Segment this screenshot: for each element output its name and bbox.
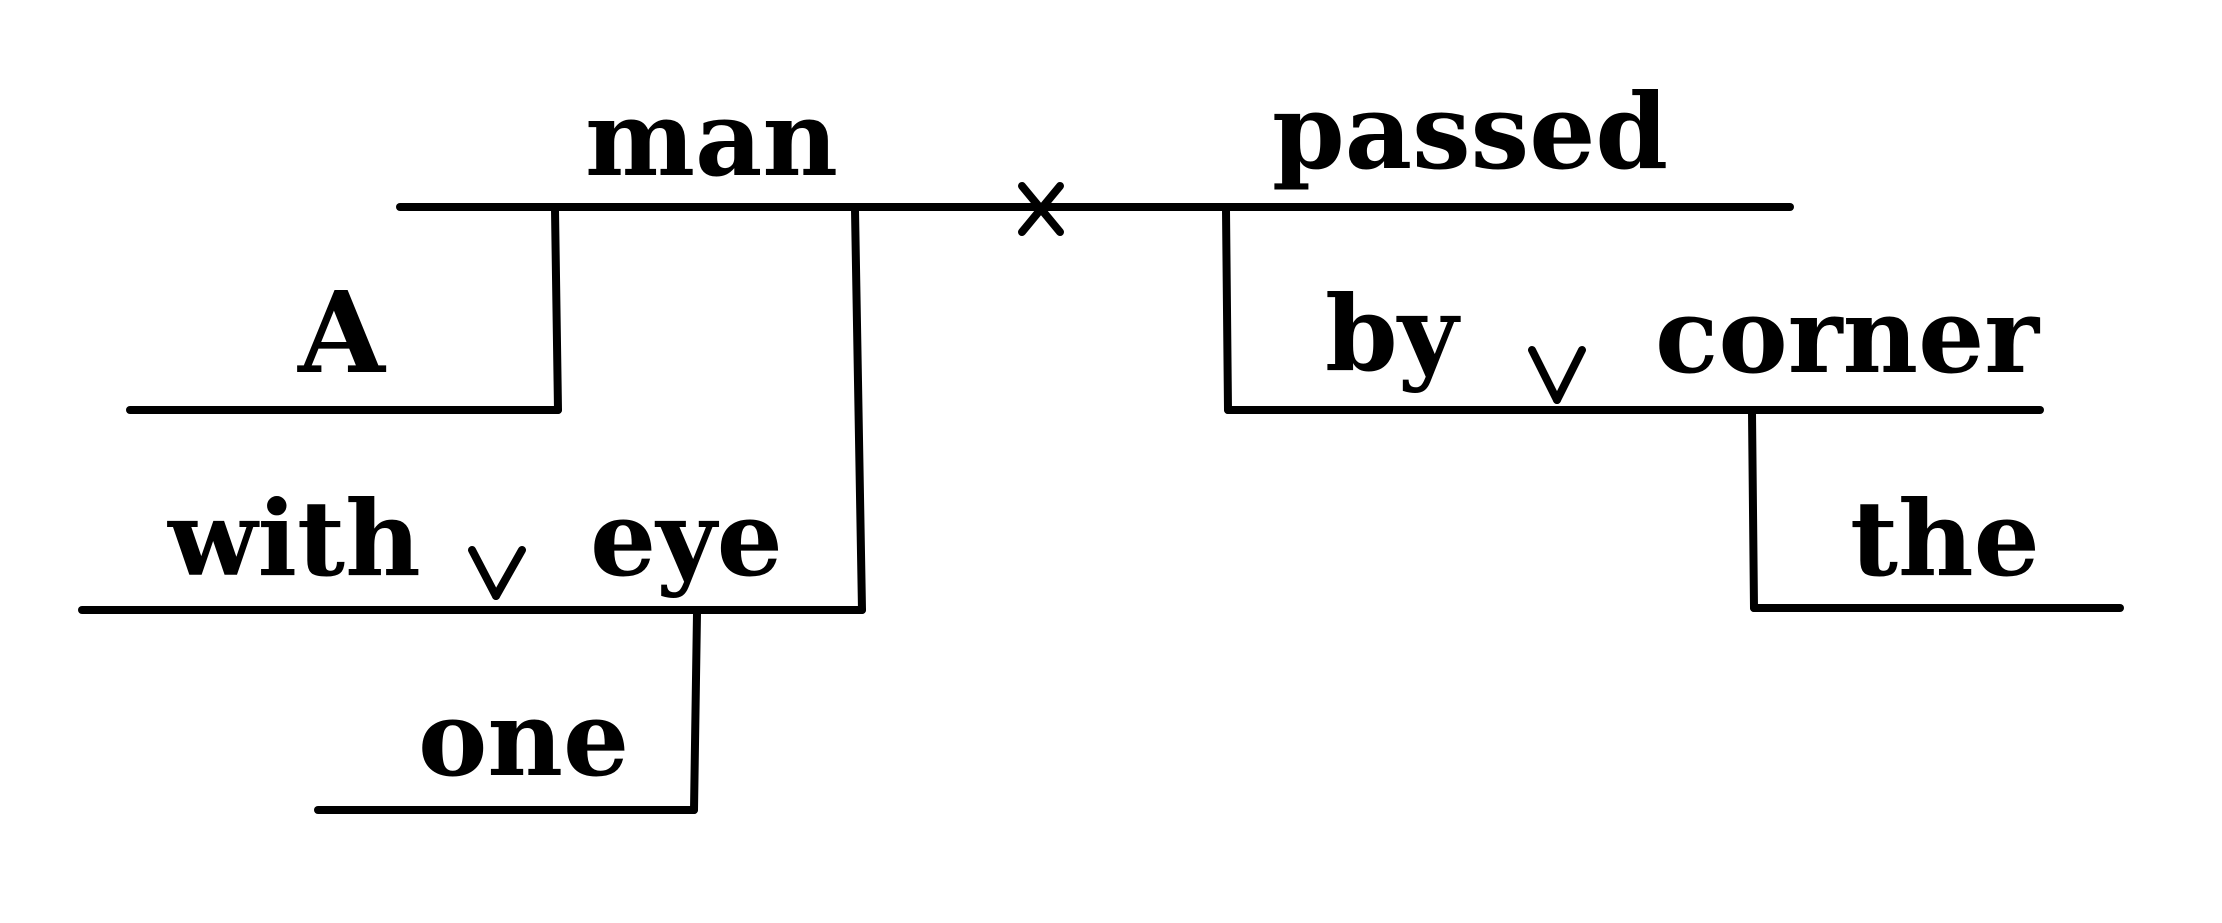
word-corner: corner bbox=[1655, 274, 2040, 397]
prep-with-object-tick-1 bbox=[468, 546, 500, 600]
word-the: the bbox=[1850, 477, 2040, 600]
word-by: by bbox=[1325, 272, 1461, 395]
word-passed: passed bbox=[1272, 70, 1668, 193]
word-man: man bbox=[585, 77, 838, 200]
modifier-one-slant bbox=[690, 609, 701, 814]
prep-by-object-tick-2 bbox=[1553, 346, 1586, 404]
modifier-a-slant bbox=[551, 206, 562, 414]
prep-with-object-tick-2 bbox=[492, 546, 526, 600]
prep-with-slant bbox=[851, 206, 866, 614]
prep-by-object-tick-1 bbox=[1528, 346, 1561, 404]
word-eye: eye bbox=[590, 477, 783, 600]
word-one: one bbox=[418, 677, 629, 800]
word-with: with bbox=[167, 477, 421, 600]
word-a: A bbox=[297, 268, 387, 399]
prep-by-slant bbox=[1222, 206, 1232, 414]
modifier-the-slant bbox=[1748, 409, 1758, 612]
subject-predicate-divider-stroke-2 bbox=[1018, 182, 1064, 236]
